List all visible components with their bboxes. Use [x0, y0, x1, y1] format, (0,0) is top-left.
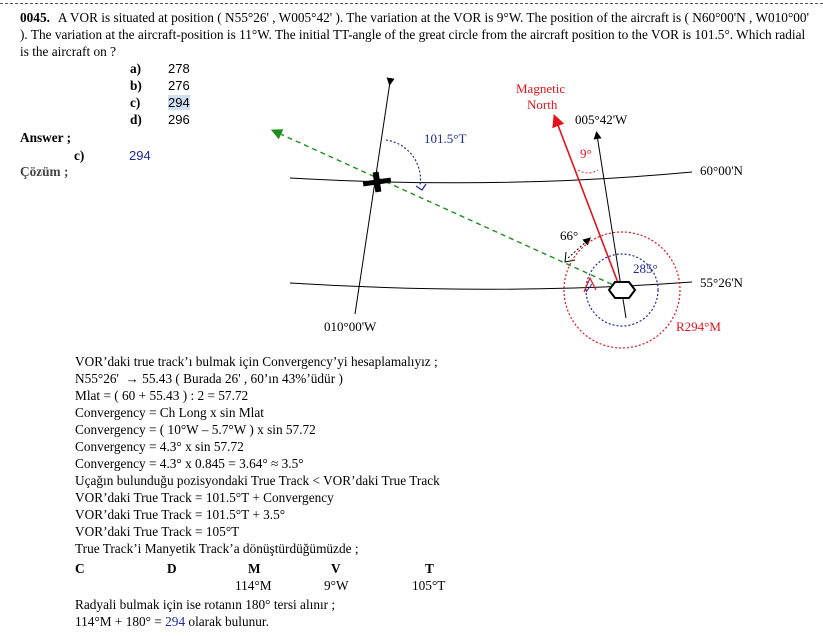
- solution-block: VOR’daki true track’ı bulmak için Conver…: [75, 353, 440, 557]
- radial-circle-red: [563, 231, 681, 349]
- solution-line: VOR’daki True Track = 105°T: [75, 524, 240, 539]
- navigation-diagram: Magnetic North 005°42'W 60°00'N 55°26'N …: [270, 77, 744, 349]
- solution-line: Uçağın bulunduğu pozisyondaki True Track…: [75, 473, 440, 488]
- radial-circle-blue: [585, 253, 659, 327]
- option-b-letter: b): [130, 78, 142, 93]
- latitude-5526n-line: [289, 281, 693, 290]
- convergency-angle-label: 66°: [560, 228, 578, 243]
- closing-prefix: 114°M + 180° =: [75, 614, 166, 629]
- closing-result: 294: [165, 614, 186, 629]
- table-value-m: 114°M: [235, 578, 272, 593]
- magnetic-north-label-2: North: [527, 97, 558, 112]
- solution-line: Convergency = 4.3° x sin 57.72: [75, 439, 244, 454]
- track-angle-label: 101.5°T: [424, 131, 466, 146]
- vor-meridian-label: 005°42'W: [575, 112, 628, 127]
- option-c-letter: c): [130, 95, 141, 110]
- table-header-t: T: [425, 561, 434, 576]
- option-c-value: 294: [168, 95, 190, 110]
- aircraft-icon: [362, 171, 392, 193]
- latitude-60n-line: [289, 171, 693, 184]
- option-d-letter: d): [130, 112, 142, 127]
- magnetic-north-line: [552, 114, 621, 289]
- table-header-v: V: [331, 561, 341, 576]
- table-value-t: 105°T: [412, 578, 446, 593]
- table-header-m: M: [248, 561, 261, 576]
- question-number: 0045.: [20, 10, 50, 25]
- vor-station-icon: [607, 281, 637, 299]
- solution-line: True Track’i Manyetik Track’a dönüştürdü…: [75, 541, 359, 556]
- lat-aircraft-label: 60°00'N: [700, 163, 744, 178]
- answer-letter: c): [74, 148, 85, 163]
- cozum-label: Çözüm ;: [20, 164, 69, 179]
- option-a-letter: a): [130, 61, 142, 76]
- closing-line-1: Radyali bulmak için ise rotanın 180° ter…: [75, 597, 336, 612]
- radial-angle-label: 285°: [633, 261, 658, 276]
- solution-line: Convergency = Ch Long x sin Mlat: [75, 405, 264, 420]
- convergency-arrow: [567, 237, 591, 259]
- variation-angle-label: 9°: [580, 146, 592, 161]
- table-header-d: D: [167, 561, 177, 576]
- great-circle-track: [270, 129, 621, 289]
- track-angle-arc: [385, 139, 422, 187]
- meridian-aircraft-line: [354, 77, 395, 315]
- radial-result-label: R294°M: [676, 319, 721, 334]
- solution-line: VOR’daki True Track = 101.5°T + 3.5°: [75, 507, 286, 522]
- table-value-v: 9°W: [324, 578, 349, 593]
- solution-line: N55°26' → 55.43 ( Burada 26' , 60’ın 43%…: [75, 371, 343, 386]
- solution-line: VOR’daki true track’ı bulmak için Conver…: [75, 354, 438, 369]
- option-d-value: 296: [168, 112, 190, 127]
- solution-line: Convergency = ( 10°W – 5.7°W ) x sin 57.…: [75, 422, 316, 437]
- top-divider: [0, 3, 823, 4]
- lat-vor-label: 55°26'N: [700, 275, 744, 290]
- answer-label: Answer ;: [20, 130, 72, 145]
- closing-suffix: olarak bulunur.: [185, 614, 269, 629]
- meridian-aircraft-label: 010°00'W: [324, 319, 377, 334]
- table-header-c: C: [75, 561, 85, 576]
- option-b-value: 276: [168, 78, 190, 93]
- answer-value: 294: [129, 148, 151, 163]
- magnetic-north-label-1: Magnetic: [516, 81, 565, 96]
- closing-line-2: 114°M + 180° = 294 olarak bulunur.: [75, 613, 335, 630]
- question-text: A VOR is situated at position ( N55°26' …: [20, 10, 809, 59]
- solution-line: Convergency = 4.3° x 0.845 = 3.64° ≈ 3.5…: [75, 456, 304, 471]
- solution-line: Mlat = ( 60 + 55.43 ) : 2 = 57.72: [75, 388, 249, 403]
- variation-arc: [577, 169, 599, 174]
- closing-block: Radyali bulmak için ise rotanın 180° ter…: [75, 596, 335, 630]
- solution-line: VOR’daki True Track = 101.5°T + Converge…: [75, 490, 334, 505]
- question-block: 0045.A VOR is situated at position ( N55…: [20, 9, 810, 60]
- option-a-value: 278: [168, 61, 190, 76]
